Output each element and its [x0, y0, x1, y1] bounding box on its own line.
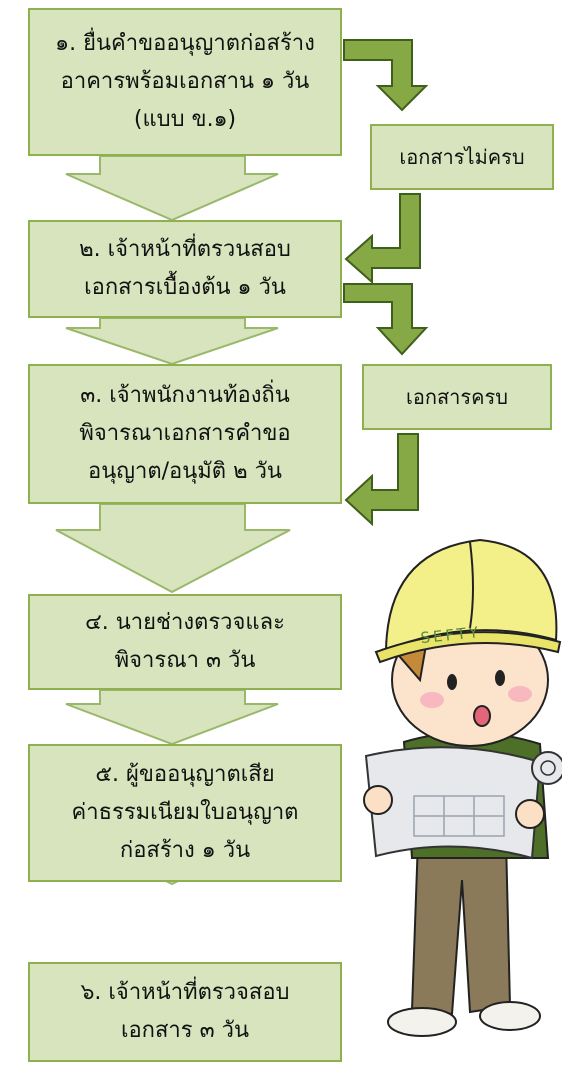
step-2-box: ๒. เจ้าหน้าที่ตรวนสอบ เอกสารเบื้องต้น ๑ …: [28, 220, 342, 318]
right-cheek: [508, 686, 532, 702]
blueprint-roll: [531, 751, 562, 785]
down-arrow-4-5: [65, 689, 279, 746]
complete-documents-box: เอกสารครบ: [362, 364, 552, 430]
right-shoe: [479, 1001, 541, 1031]
down-arrow-3-4: [55, 503, 291, 594]
engineer-legs: [410, 839, 512, 1016]
step-6-line-1: ๖. เจ้าหน้าที่ตรวจสอบ: [80, 980, 290, 1005]
right-hand: [515, 799, 545, 829]
down-arrow-1-2: [65, 155, 279, 222]
helmet-icon: [384, 538, 558, 652]
bent-arrow-incomplete-to-step2: [344, 193, 421, 285]
bent-arrow-complete-to-step3: [344, 433, 419, 527]
left-shoe: [387, 1007, 457, 1037]
left-cheek: [420, 692, 444, 708]
engineer-mouth: [473, 705, 491, 727]
step-3-box: ๓. เจ้าพนักงานท้องถิ่น พิจารณาเอกสารคำขอ…: [28, 364, 342, 504]
step-1-line-3: (แบบ ข.๑): [133, 107, 237, 132]
step-5-line-1: ๕. ผู้ขออนุญาตเสีย: [95, 762, 275, 787]
step-2-line-2: เอกสารเบื้องต้น ๑ วัน: [84, 275, 286, 300]
step-5-line-3: ก่อสร้าง ๑ วัน: [119, 838, 251, 863]
bent-arrow-to-incomplete: [343, 39, 429, 112]
step-1-line-2: อาคารพร้อมเอกสาน ๑ วัน: [60, 69, 310, 94]
step-4-line-2: พิจารณา ๓ วัน: [114, 648, 256, 673]
down-arrow-2-3: [65, 317, 279, 366]
step-6-box: ๖. เจ้าหน้าที่ตรวจสอบ เอกสาร ๓ วัน: [28, 962, 342, 1062]
step-3-line-1: ๓. เจ้าพนักงานท้องถิ่น: [80, 383, 290, 408]
step-5-box: ๕. ผู้ขออนุญาตเสีย ค่าธรรมเนียมใบอนุญาต …: [28, 744, 342, 882]
incomplete-documents-box: เอกสารไม่ครบ: [370, 124, 554, 190]
left-hand: [363, 785, 393, 815]
complete-documents-label: เอกสารครบ: [406, 385, 508, 409]
step-2-line-1: ๒. เจ้าหน้าที่ตรวนสอบ: [79, 237, 291, 262]
blueprint-roll-inner: [540, 760, 556, 776]
bent-arrow-to-complete: [343, 283, 429, 356]
step-4-box: ๔. นายช่างตรวจและ พิจารณา ๓ วัน: [28, 594, 342, 690]
right-eye: [495, 670, 505, 686]
step-1-line-1: ๑. ยื่นคำขออนุญาตก่อสร้าง: [55, 31, 315, 56]
step-5-line-2: ค่าธรรมเนียมใบอนุญาต: [71, 800, 299, 825]
step-1-box: ๑. ยื่นคำขออนุญาตก่อสร้าง อาคารพร้อมเอกส…: [28, 8, 342, 156]
helmet-ridge: [469, 541, 474, 629]
helmet-brim: [374, 631, 562, 664]
left-eye: [447, 674, 457, 690]
step-3-line-3: อนุญาต/อนุมัติ ๒ วัน: [88, 459, 282, 484]
step-6-line-2: เอกสาร ๓ วัน: [120, 1018, 250, 1043]
step-4-line-1: ๔. นายช่างตรวจและ: [85, 610, 285, 635]
step-3-line-2: พิจารณาเอกสารคำขอ: [79, 421, 291, 446]
incomplete-documents-label: เอกสารไม่ครบ: [399, 145, 525, 169]
